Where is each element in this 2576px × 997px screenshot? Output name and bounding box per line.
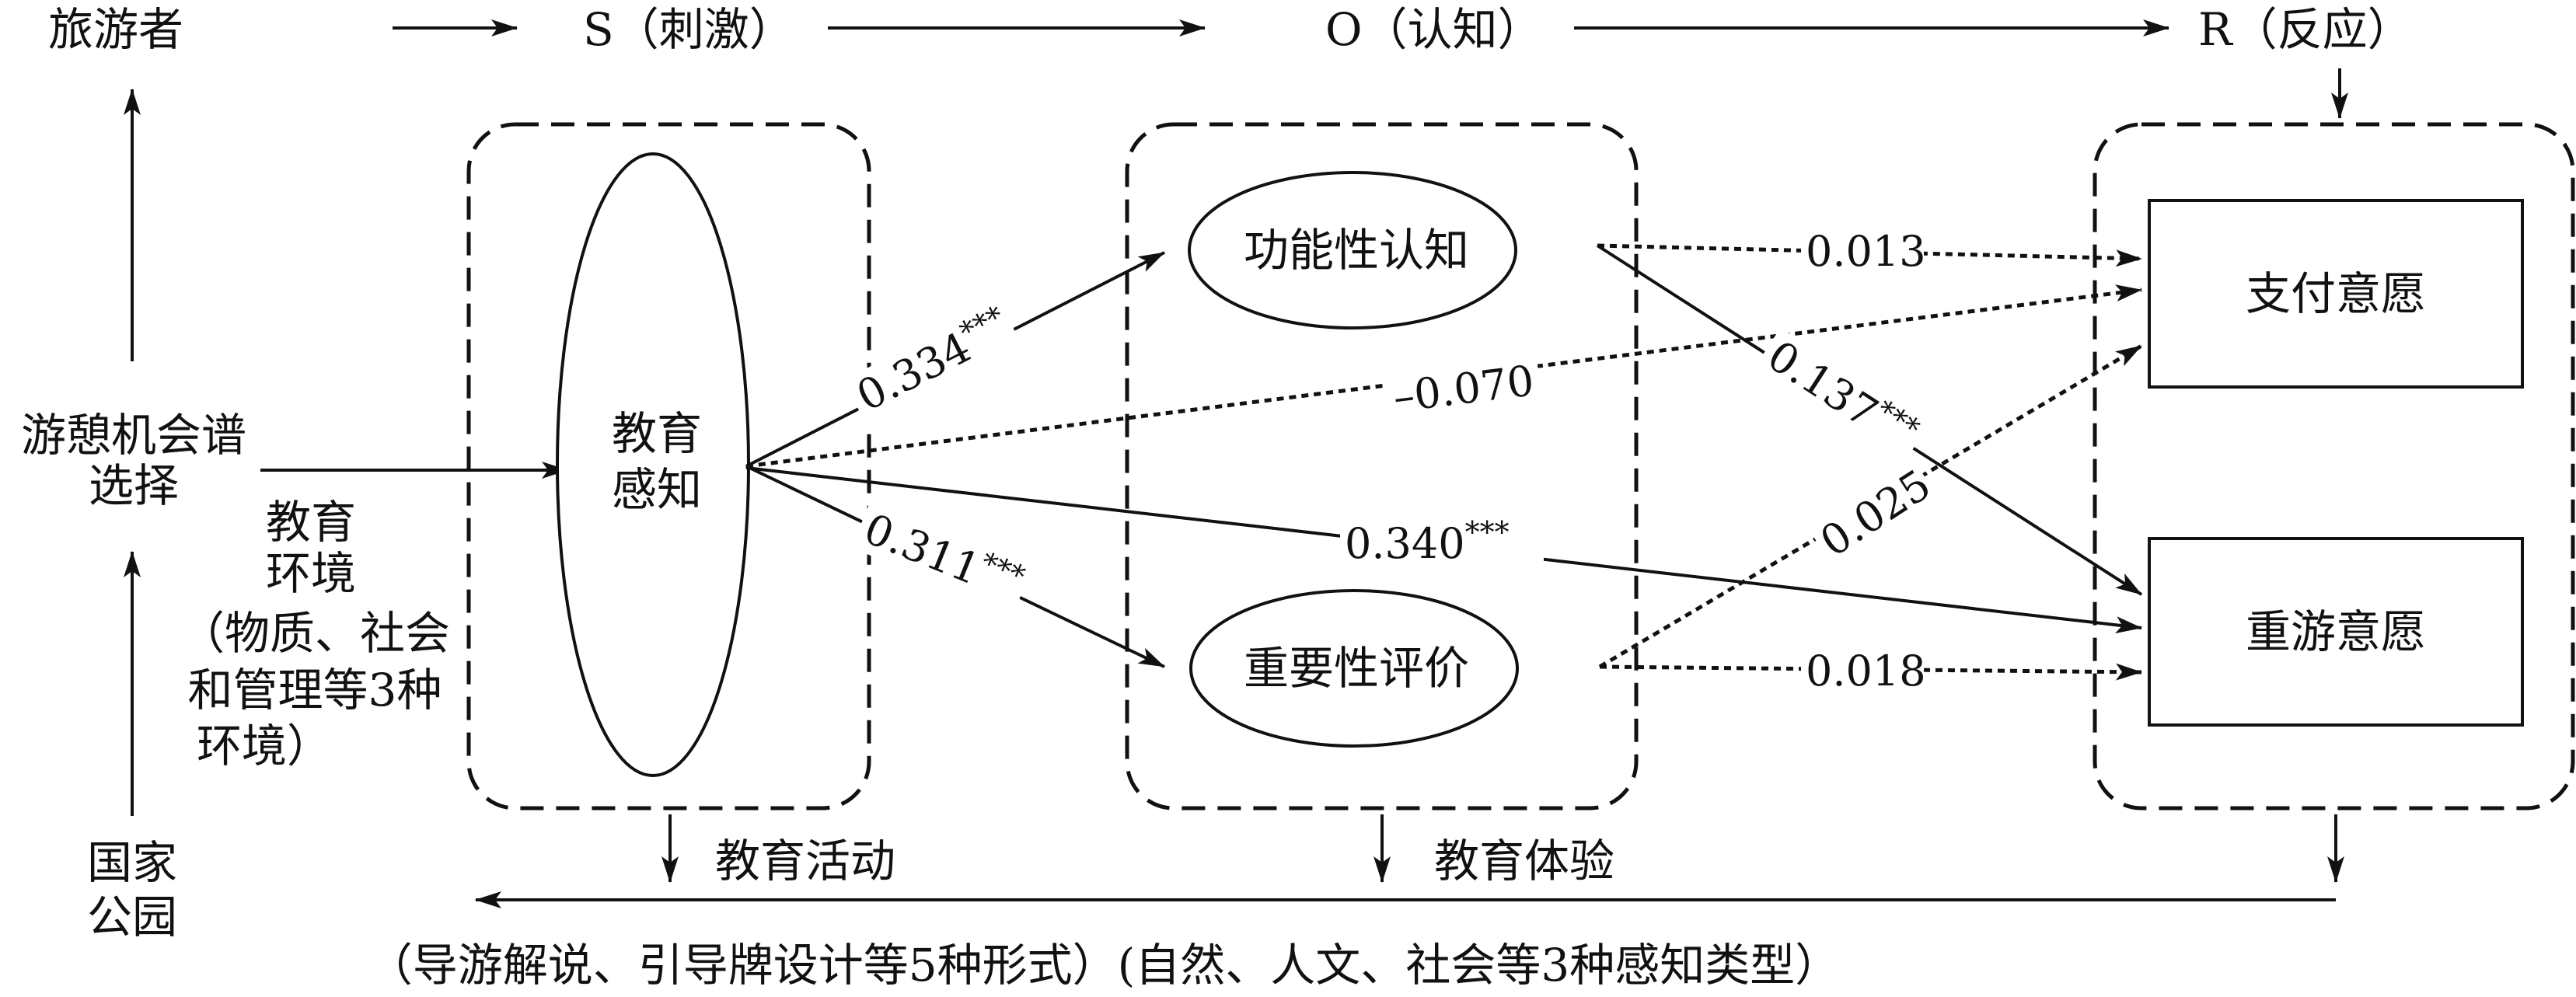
opportunity-spectrum-label-2: 选择	[89, 459, 179, 512]
education-perception-label-2: 感知	[612, 463, 702, 516]
coef-ie-to-ri: 0.018	[1806, 647, 1926, 695]
o-organism-label: O（认知）	[1325, 3, 1543, 56]
bottom-note: （导游解说、引导牌设计等5种形式）(自然、人文、社会等3种感知类型）	[368, 939, 1840, 992]
coef-bg-ie-ri	[1801, 648, 1924, 696]
path-ie-to-ri	[1599, 663, 2142, 681]
environment-note-1: （物质、社会	[180, 607, 450, 660]
coef-ep-to-ri: 0.340***	[1345, 515, 1510, 568]
national-park-label-2: 公园	[87, 891, 177, 943]
importance-evaluation-node	[1189, 589, 1519, 748]
revisit-intention-label: 重游意愿	[2246, 605, 2426, 658]
coef-ie-to-wtp: 0.025	[1812, 460, 1939, 566]
response-group-box	[2093, 122, 2575, 810]
path-fc-to-wtp	[1597, 243, 2142, 267]
education-perception-label: 教育	[612, 407, 702, 460]
revisit-intention-node	[2148, 537, 2524, 727]
education-activity-label: 教育活动	[715, 835, 895, 887]
environment-note-3: 环境）	[197, 720, 332, 772]
willingness-to-pay-node	[2148, 199, 2524, 389]
education-experience-label: 教育体验	[1434, 835, 1614, 887]
s-stimulus-label: S（刺激）	[583, 3, 794, 56]
coef-ep-to-wtp: –0.070	[1391, 356, 1537, 422]
functional-cognition-node	[1188, 171, 1517, 329]
coef-bg-ep-wtp	[1386, 357, 1543, 424]
national-park-label: 国家	[87, 836, 177, 889]
coef-bg-ep-fc	[843, 300, 1022, 425]
willingness-to-pay-label: 支付意愿	[2246, 267, 2426, 320]
coef-bg-fc-ri	[1753, 327, 1929, 466]
coef-fc-to-wtp: 0.013	[1806, 227, 1926, 276]
coef-fc-to-ri: 0.137***	[1759, 328, 1925, 462]
environment-note-2: 和管理等3种	[188, 664, 442, 716]
organism-group-box	[1125, 122, 1639, 810]
r-response-label: R（反应）	[2198, 3, 2413, 56]
importance-evaluation-label: 重要性评价	[1244, 642, 1469, 695]
coef-bg-fc-wtp	[1801, 228, 1924, 277]
coef-bg-ep-ri	[1340, 519, 1544, 569]
coef-bg-ie-wtp	[1808, 460, 1941, 570]
education-environment-title-2: 环境	[266, 547, 356, 600]
education-environment-title: 教育	[266, 496, 356, 549]
stimulus-group-box	[466, 122, 871, 810]
tourist-label: 旅游者	[48, 3, 183, 56]
opportunity-spectrum-label: 游憩机会谱	[21, 409, 246, 462]
coef-bg-ep-ie	[851, 501, 1032, 614]
functional-cognition-label: 功能性认知	[1244, 224, 1469, 277]
